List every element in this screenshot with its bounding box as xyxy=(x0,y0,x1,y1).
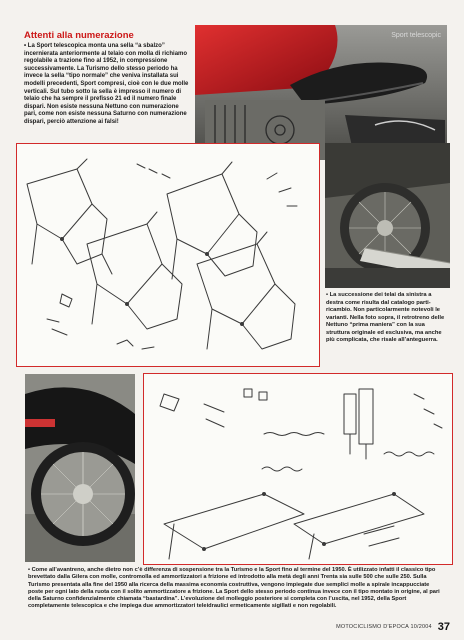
article-text-block: Attenti alla numerazione La Sport telesc… xyxy=(24,30,192,127)
photo-background-text: Sport telescopic xyxy=(391,32,441,39)
frame-drawings-box xyxy=(16,143,320,367)
caption-suspension: Come all’avantreno, anche dietro non c’è… xyxy=(28,567,444,611)
photo-rear-fender xyxy=(25,374,135,562)
page-number: 37 xyxy=(437,621,450,633)
section-title: Attenti alla numerazione xyxy=(24,30,134,41)
page-footer: MOTOCICLISMO D’EPOCA 10/2004 37 xyxy=(300,620,450,634)
caption-frames: La successione dei telai da sinistra a d… xyxy=(326,292,448,345)
suspension-drawings-box xyxy=(143,373,453,565)
suspension-exploded-drawing xyxy=(159,388,443,560)
frames-exploded-drawing xyxy=(26,158,298,350)
photo-rear-wheel-exhaust xyxy=(325,143,450,288)
article-body: La Sport telescopica monta una sella “a … xyxy=(24,43,192,127)
magazine-name: MOTOCICLISMO D’EPOCA 10/2004 xyxy=(336,624,432,630)
photo-motorcycle-seat: Sport telescopic xyxy=(195,25,447,160)
